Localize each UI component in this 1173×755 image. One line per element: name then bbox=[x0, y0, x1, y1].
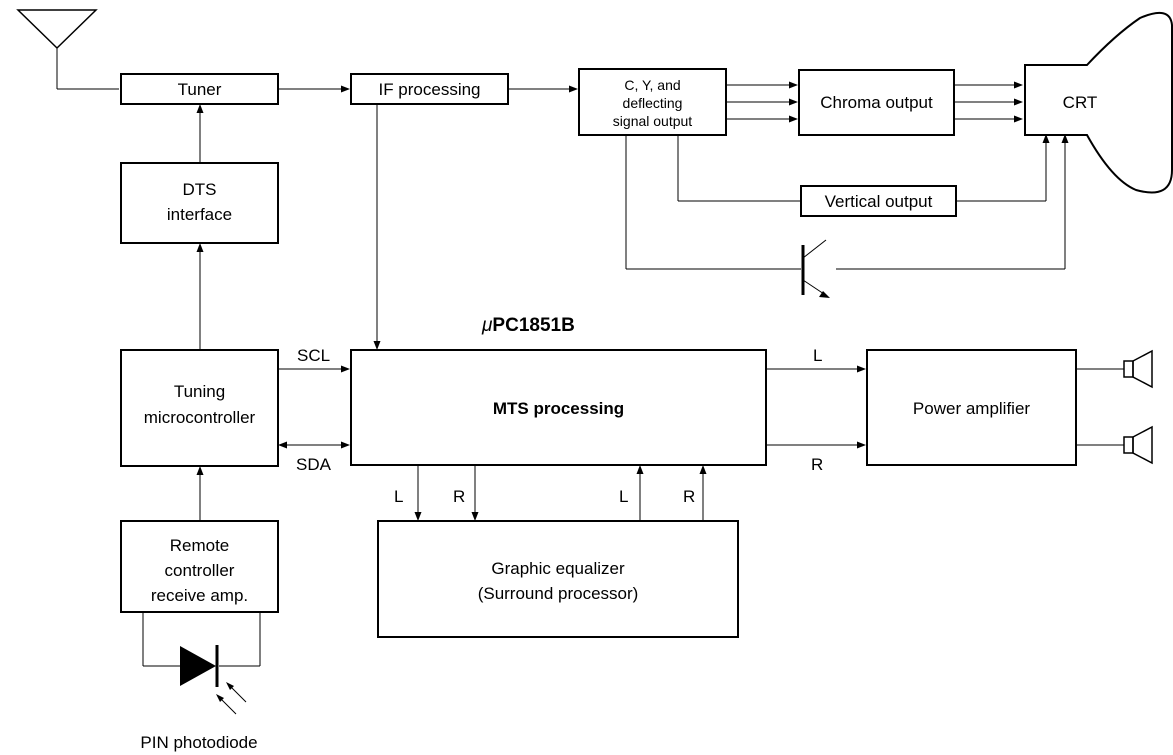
graphic-equalizer-label-1: Graphic equalizer bbox=[491, 559, 625, 578]
cy-deflecting-label-2: deflecting bbox=[623, 95, 683, 111]
tuning-micro-label-1: Tuning bbox=[174, 382, 225, 401]
tuning-microcontroller-box bbox=[120, 349, 279, 467]
cy-deflecting-label-1: C, Y, and bbox=[624, 77, 680, 93]
chip-title: μPC1851B bbox=[481, 315, 575, 336]
eq-in-l-label: L bbox=[394, 487, 403, 506]
mts-processing-box bbox=[350, 349, 767, 466]
tuner-box bbox=[120, 73, 279, 105]
antenna-icon bbox=[16, 9, 119, 90]
remote-amp-label-1: Remote bbox=[170, 536, 230, 555]
photodiode-label: PIN photodiode bbox=[140, 733, 257, 752]
speaker-top-icon bbox=[1123, 349, 1153, 389]
cy-deflecting-box bbox=[578, 68, 727, 136]
power-amplifier-label: Power amplifier bbox=[913, 399, 1030, 418]
chroma-output-label: Chroma output bbox=[820, 93, 933, 112]
mts-processing-label: MTS processing bbox=[493, 399, 624, 418]
eq-out-l-label: L bbox=[619, 487, 628, 506]
graphic-equalizer-box bbox=[377, 520, 739, 638]
chroma-output-box bbox=[798, 69, 955, 136]
tuning-micro-label-2: microcontroller bbox=[144, 408, 256, 427]
remote-amp-label-2: controller bbox=[165, 561, 235, 580]
eq-in-r-label: R bbox=[453, 487, 465, 506]
dts-interface-label-2: interface bbox=[167, 205, 232, 224]
photodiode-icon bbox=[180, 645, 247, 715]
crt-tube bbox=[1024, 11, 1173, 194]
remote-amp-box bbox=[120, 520, 279, 613]
transistor-icon bbox=[801, 239, 830, 298]
scl-label: SCL bbox=[297, 346, 330, 365]
eq-out-r-label: R bbox=[683, 487, 695, 506]
cy-deflecting-label-3: signal output bbox=[613, 113, 693, 129]
if-processing-label: IF processing bbox=[378, 80, 480, 99]
if-processing-box bbox=[350, 73, 509, 105]
output-l-label: L bbox=[813, 346, 822, 365]
tuner-label: Tuner bbox=[178, 80, 222, 99]
vertical-output-box bbox=[800, 185, 957, 217]
output-r-label: R bbox=[811, 455, 823, 474]
power-amplifier-box bbox=[866, 349, 1077, 466]
vertical-output-label: Vertical output bbox=[825, 192, 933, 211]
dts-interface-label-1: DTS bbox=[183, 180, 217, 199]
graphic-equalizer-label-2: (Surround processor) bbox=[478, 584, 639, 603]
sda-label: SDA bbox=[296, 455, 332, 474]
speaker-bottom-icon bbox=[1123, 425, 1153, 465]
remote-amp-label-3: receive amp. bbox=[151, 586, 248, 605]
dts-interface-box bbox=[120, 162, 279, 244]
crt-label: CRT bbox=[1063, 93, 1098, 112]
